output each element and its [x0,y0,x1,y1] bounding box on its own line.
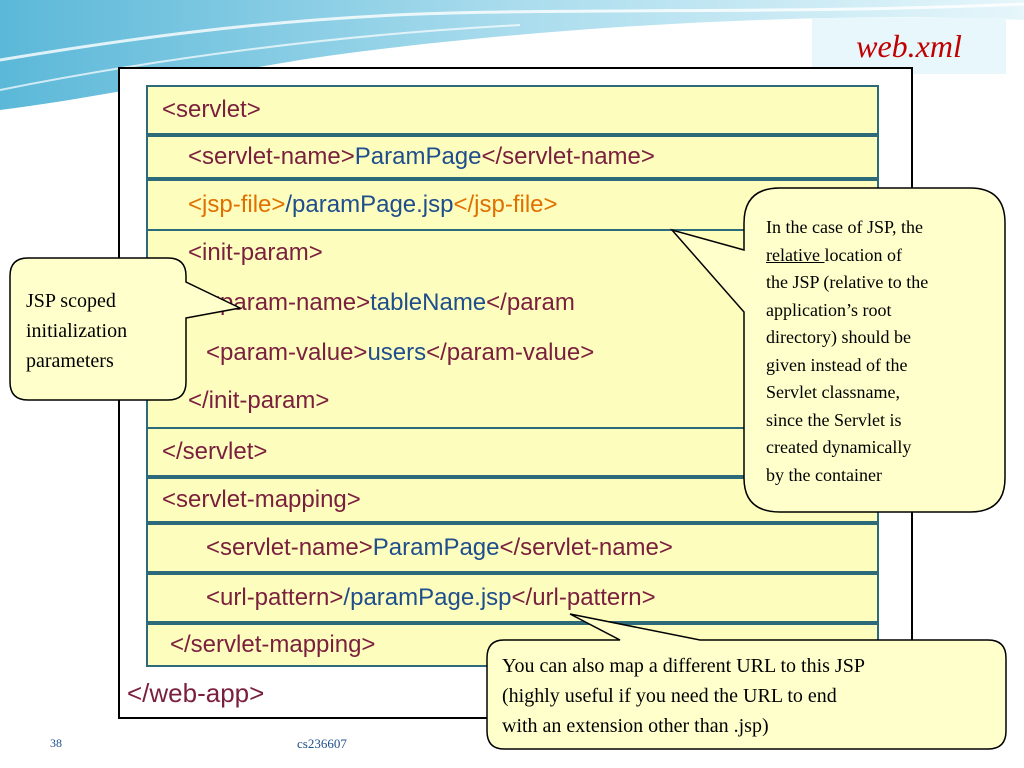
servlet-name-close-tag: </servlet-name> [481,143,655,170]
code-row-url-pattern: <url-pattern>/paramPage.jsp</url-pattern… [146,573,879,623]
left-callout-text: JSP scoped initialization parameters [26,286,127,376]
right-callout-line: by the container [766,464,882,485]
init-param-open-tag: <init-param> [188,239,323,266]
param-name-open-tag: <param-name> [206,289,371,316]
right-callout-line: In the case of JSP, the [766,217,923,237]
mapping-name-value: ParamPage [372,534,500,561]
servlet-name-value: ParamPage [354,143,482,170]
servlet-close-tag: </servlet> [162,438,268,465]
relative-underlined-word: relative [766,244,825,265]
slide-page-number: 38 [50,736,62,750]
code-row-servlet-open: <servlet> [146,85,879,135]
code-row-servlet-name: <servlet-name>ParamPage</servlet-name> [146,135,879,179]
param-name-line: <param-name>tableName</param [206,289,575,317]
param-value-line: <param-value>users</param-value> [206,339,594,367]
bottom-callout-line: (highly useful if you need the URL to en… [502,685,837,707]
param-value-close-tag: </param-value> [426,339,595,366]
left-callout-line: JSP scoped [26,290,116,312]
slide-title: web.xml [856,27,962,64]
param-value-value: users [367,339,427,366]
jsp-file-close-tag: </jsp-file> [453,191,558,218]
right-callout-line: relative location of [766,242,928,270]
init-param-close-tag: </init-param> [188,387,330,414]
jsp-file-value: /paramPage.jsp [285,191,454,218]
web-app-close-tag: </web-app> [127,678,265,708]
right-callout-line: created dynamically [766,437,912,457]
code-row-mapping-name: <servlet-name>ParamPage</servlet-name> [146,523,879,573]
right-callout-text: In the case of JSP, the relative locatio… [766,214,928,489]
left-callout-line: initialization [26,320,128,342]
url-pattern-value: /paramPage.jsp [343,584,512,611]
slide-course-label: cs236607 [297,736,347,751]
right-callout-line: given instead of the [766,354,908,375]
url-pattern-open-tag: <url-pattern> [206,584,344,611]
mapping-name-close-tag: </servlet-name> [499,534,673,561]
right-callout-line: directory) should be [766,327,911,347]
servlet-open-tag: <servlet> [162,96,261,123]
background-wave-decoration [0,0,1024,110]
bottom-callout-line: You can also map a different URL to this… [502,655,865,677]
right-callout-line-rest: location of [824,244,902,265]
right-callout-line: Servlet classname, [766,382,900,402]
jsp-file-open-tag: <jsp-file> [188,191,286,218]
bottom-callout-text: You can also map a different URL to this… [502,651,865,741]
right-callout-line: application’s root [766,299,892,320]
param-name-value: tableName [370,289,487,316]
servlet-mapping-close-tag: </servlet-mapping> [170,631,376,658]
slide-title-box: web.xml [812,18,1006,74]
param-value-open-tag: <param-value> [206,339,368,366]
url-pattern-close-tag: </url-pattern> [511,584,656,611]
right-callout-line: the JSP (relative to the [766,272,929,292]
left-callout-line: parameters [26,350,114,372]
servlet-name-open-tag: <servlet-name> [188,143,355,170]
param-name-close-tag: </param [486,289,575,316]
bottom-callout-line: with an extension other than .jsp) [502,715,769,737]
servlet-mapping-open-tag: <servlet-mapping> [162,486,361,513]
mapping-name-open-tag: <servlet-name> [206,534,373,561]
right-callout-line: since the Servlet is [766,409,902,430]
